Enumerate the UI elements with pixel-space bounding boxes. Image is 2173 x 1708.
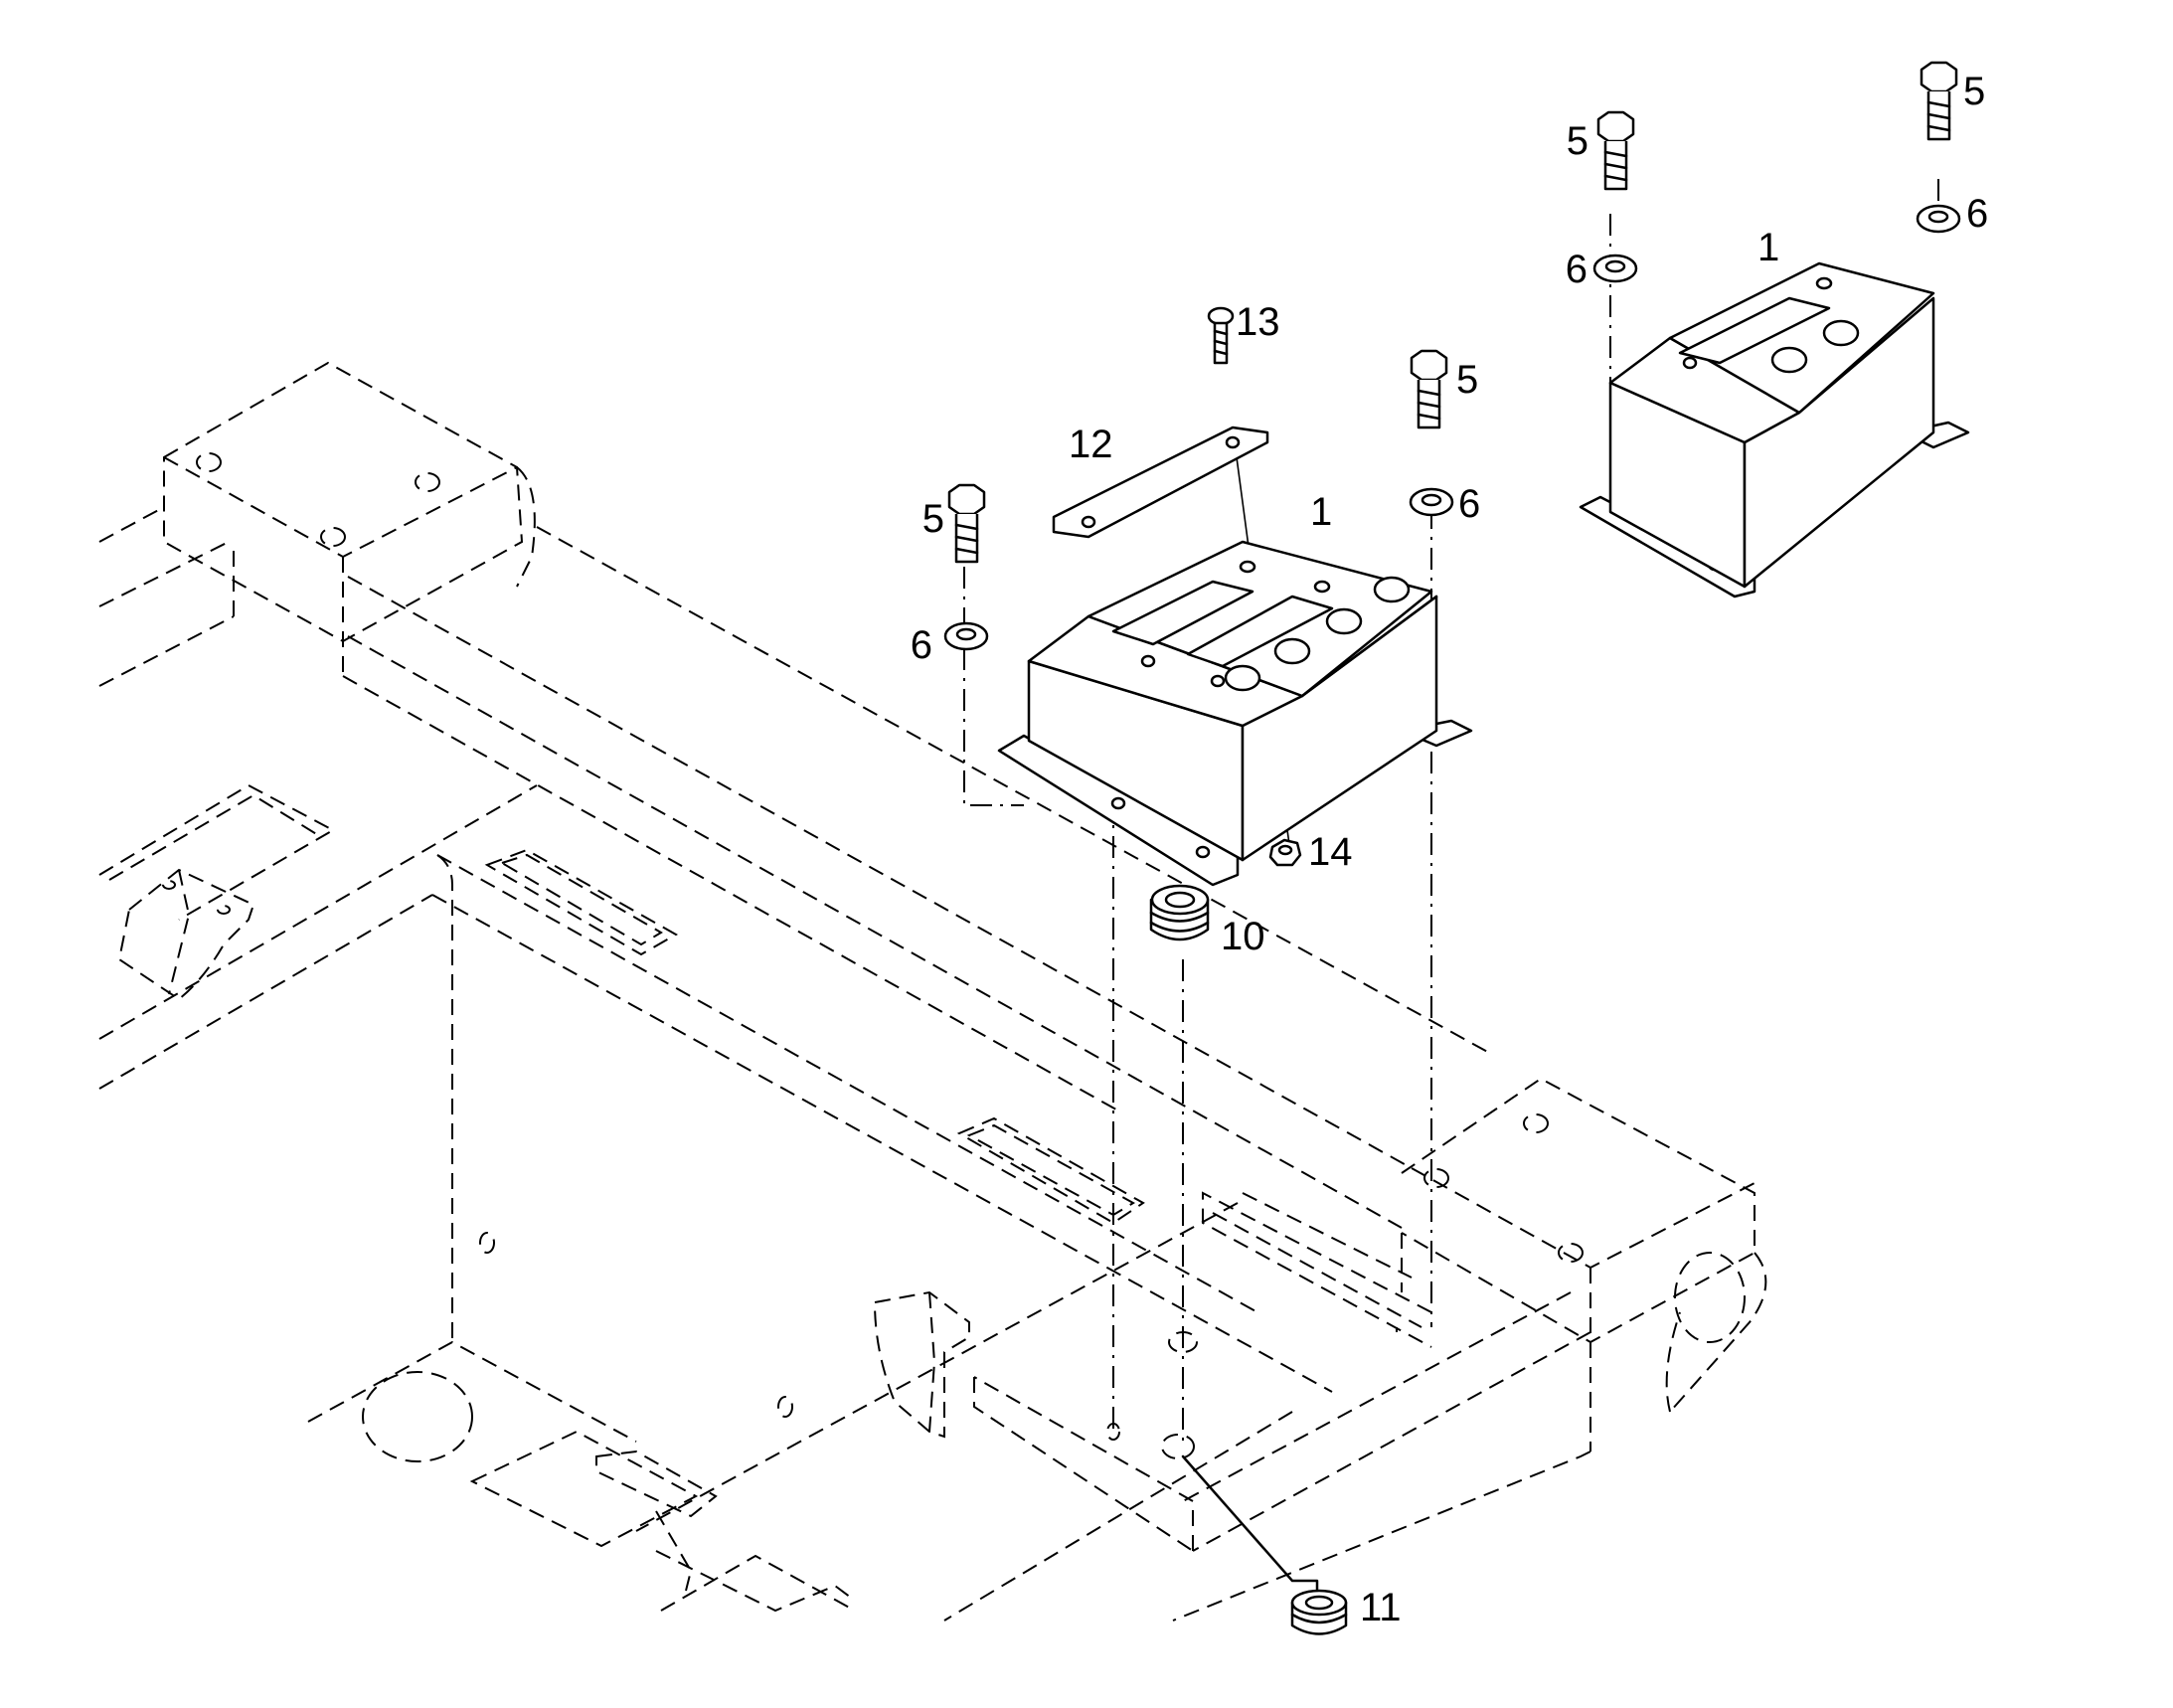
washer-part-6-mid: [1409, 487, 1454, 517]
plate-part-12: [1052, 426, 1269, 539]
callout-6-right-a: 6: [1566, 248, 1588, 291]
washer-part-6-left: [943, 621, 989, 651]
grommet-part-11: [1290, 1589, 1348, 1635]
frame-phantom: [98, 361, 1767, 1622]
bolt-part-5-right-b: [1920, 61, 1958, 141]
left-bracket-phantom: [117, 868, 255, 1001]
callout-labels: 1 1 5 5 5 5 6 6 6 6 10 11 12 13 14: [911, 70, 1989, 1629]
callout-5-mid: 5: [1456, 358, 1478, 402]
callout-14: 14: [1308, 830, 1353, 874]
callout-10: 10: [1221, 915, 1265, 958]
screw-part-13: [1207, 306, 1235, 365]
nut-part-14: [1268, 838, 1302, 867]
bolt-part-5-right-a: [1596, 110, 1635, 191]
bolt-part-5-mid: [1410, 349, 1448, 429]
callout-5-right-a: 5: [1567, 119, 1588, 163]
callout-12: 12: [1069, 423, 1113, 466]
washer-part-6-right-a: [1592, 254, 1638, 283]
callout-5-right-b: 5: [1963, 70, 1985, 113]
callout-1-right: 1: [1757, 226, 1779, 269]
callout-1-left: 1: [1310, 490, 1332, 534]
cover-assembly-main: [997, 540, 1473, 887]
grommet-part-10: [1149, 884, 1210, 941]
callout-11: 11: [1360, 1586, 1402, 1629]
washer-part-6-right-b: [1916, 204, 1961, 234]
cover-assembly-alt: [1579, 261, 1970, 598]
callout-6-right-b: 6: [1966, 192, 1988, 236]
callout-5-left: 5: [922, 497, 944, 541]
callout-6-mid: 6: [1458, 482, 1480, 526]
callout-6-left: 6: [911, 623, 932, 667]
callout-13: 13: [1236, 300, 1280, 344]
bolt-part-5-left: [947, 483, 986, 564]
